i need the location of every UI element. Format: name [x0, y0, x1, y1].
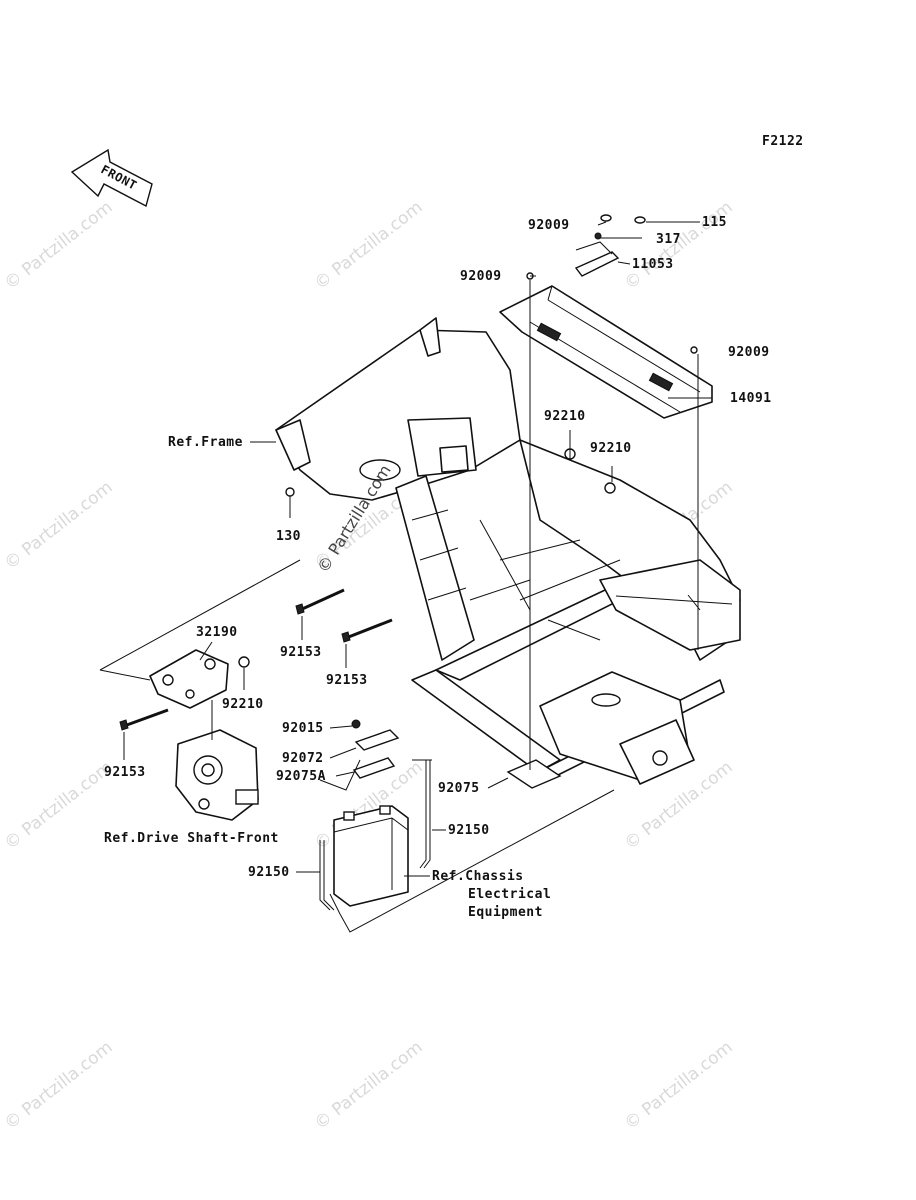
callout-115: 115 [702, 215, 727, 230]
watermark: © Partzilla.com [311, 197, 427, 294]
battery [333, 805, 409, 907]
callout-labels: 92009 115 317 92009 11053 92009 14091 92… [104, 215, 772, 880]
ref-chassis-label: Ref.Chassis [432, 869, 524, 884]
watermark: © Partzilla.com [311, 1037, 427, 1134]
callout-92210: 92210 [590, 441, 632, 456]
callout-11053: 11053 [632, 257, 674, 272]
callout-92210: 92210 [222, 697, 264, 712]
battery-hold-rods [319, 760, 431, 911]
callout-92150: 92150 [448, 823, 490, 838]
mount-bracket-32190 [149, 649, 229, 709]
ref-drive-shaft-label: Ref.Drive Shaft-Front [104, 831, 279, 846]
callout-92210: 92210 [544, 409, 586, 424]
callout-92075a: 92075A [276, 769, 326, 784]
callout-92075: 92075 [438, 781, 480, 796]
callout-14091: 14091 [730, 391, 772, 406]
callout-92153: 92153 [326, 673, 368, 688]
bolts-92153 [119, 588, 393, 731]
callout-92009: 92009 [460, 269, 502, 284]
callout-130: 130 [276, 529, 301, 544]
ref-frame-label: Ref.Frame [168, 435, 243, 450]
callout-92153: 92153 [280, 645, 322, 660]
ref-chassis-label-3: Equipment [468, 905, 543, 920]
callout-317: 317 [656, 232, 681, 247]
watermark: © Partzilla.com [1, 757, 117, 854]
vehicle-frame [275, 317, 741, 785]
callout-92153: 92153 [104, 765, 146, 780]
skid-plate-14091 [499, 285, 713, 419]
watermark: © Partzilla.com [621, 1037, 737, 1134]
bracket-11053 [574, 214, 646, 277]
battery-pads [351, 719, 562, 789]
callout-92150: 92150 [248, 865, 290, 880]
watermark: © Partzilla.com [1, 477, 117, 574]
figure-code: F2122 [762, 134, 804, 149]
ref-chassis-label-2: Electrical [468, 887, 551, 902]
watermark: © Partzilla.com [1, 197, 117, 294]
reference-labels: Ref.Frame Ref.Drive Shaft-Front Ref.Chas… [104, 435, 551, 920]
leader-lines [99, 221, 712, 933]
callout-32190: 32190 [196, 625, 238, 640]
callout-92009: 92009 [528, 218, 570, 233]
front-arrow-icon: FRONT [70, 148, 153, 208]
callout-92072: 92072 [282, 751, 324, 766]
callout-92015: 92015 [282, 721, 324, 736]
front-differential [175, 729, 259, 821]
watermark: © Partzilla.com [1, 1037, 117, 1134]
callout-92009: 92009 [728, 345, 770, 360]
